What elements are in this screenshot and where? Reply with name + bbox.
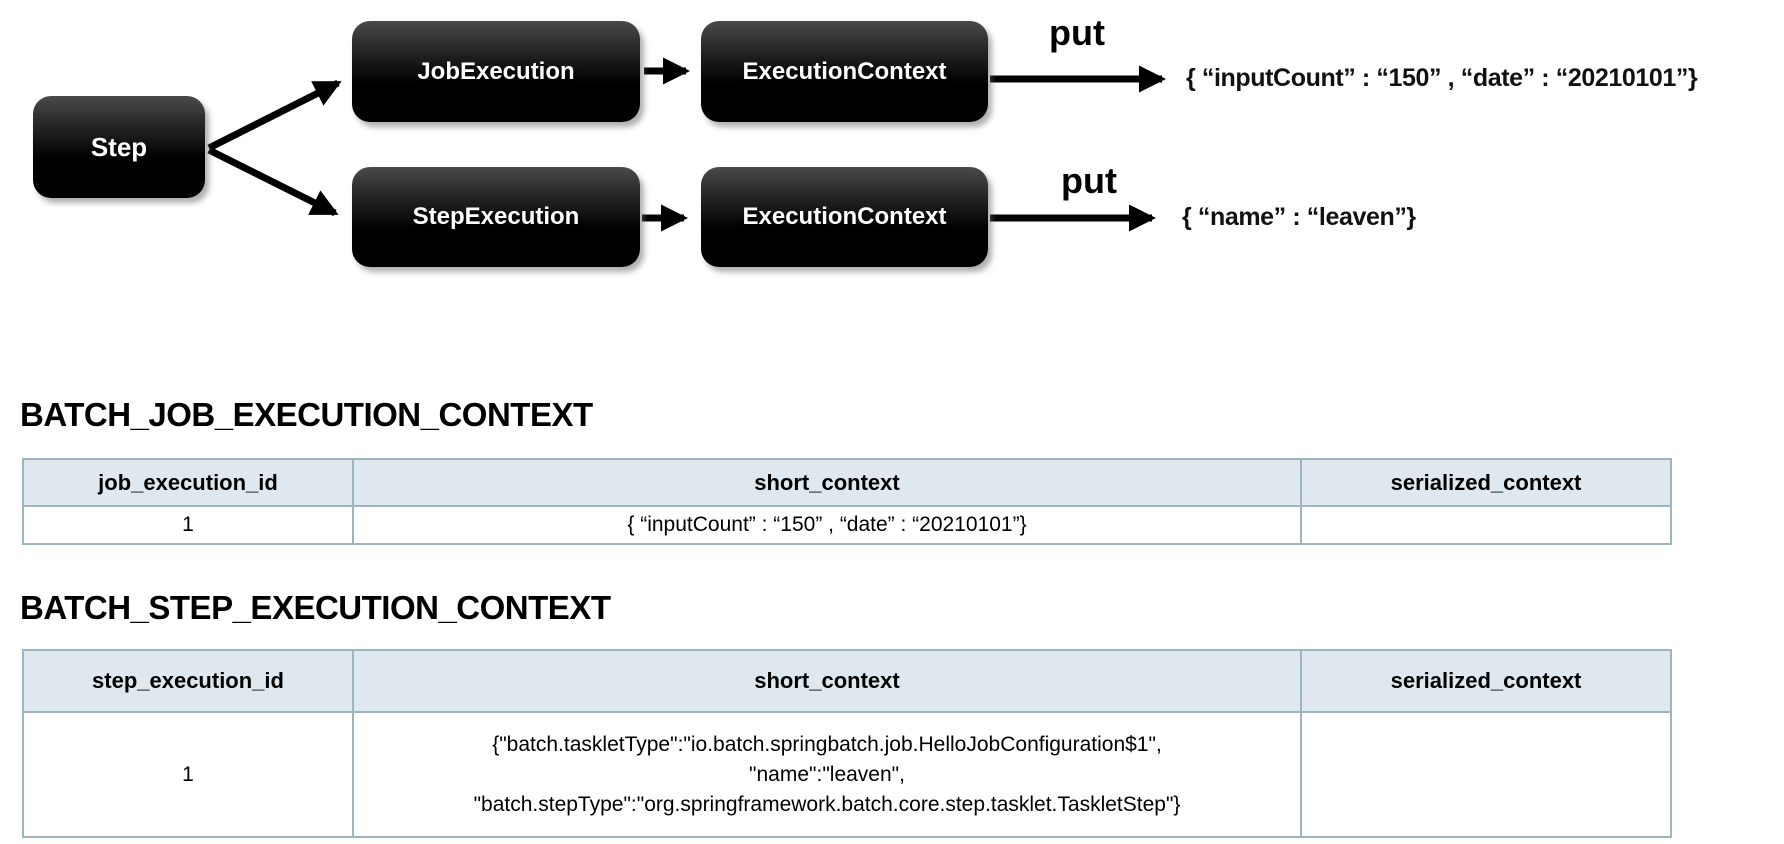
job-table-header-row: job_execution_id short_context serialize…: [22, 458, 1672, 507]
node-execution-context-step: ExecutionContext: [701, 167, 988, 267]
step-table-title: BATCH_STEP_EXECUTION_CONTEXT: [20, 589, 611, 626]
job-execution-context-table: job_execution_id short_context serialize…: [22, 458, 1672, 545]
flow-arrows: [207, 57, 1167, 232]
step-table-header-row: step_execution_id short_context serializ…: [22, 649, 1672, 713]
step-table-cell-short: {"batch.taskletType":"io.batch.springbat…: [352, 711, 1302, 838]
put-label-step: put: [1061, 160, 1117, 201]
job-table-cell-serialized: [1300, 505, 1672, 545]
arrow-step-to-jobexecution: [207, 79, 342, 152]
job-table-header-id: job_execution_id: [22, 458, 354, 507]
step-short-context-line-2: "name":"leaven",: [749, 762, 905, 786]
step-short-context-json: {"batch.taskletType":"io.batch.springbat…: [355, 730, 1299, 820]
node-job-execution: JobExecution: [352, 21, 640, 122]
step-table-header-id: step_execution_id: [22, 649, 354, 713]
job-context-json-text: { “inputCount” : “150” , “date” : “20210…: [1186, 64, 1698, 92]
step-short-context-line-3: "batch.stepType":"org.springframework.ba…: [473, 792, 1181, 816]
step-table-header-short: short_context: [352, 649, 1302, 713]
step-execution-context-table: step_execution_id short_context serializ…: [22, 649, 1672, 838]
job-table-cell-id: 1: [22, 505, 354, 545]
job-table-title: BATCH_JOB_EXECUTION_CONTEXT: [20, 396, 593, 433]
node-step-execution: StepExecution: [352, 167, 640, 267]
step-table-header-serialized: serialized_context: [1300, 649, 1672, 713]
step-short-context-line-1: {"batch.taskletType":"io.batch.springbat…: [492, 732, 1162, 756]
job-table-cell-short: { “inputCount” : “150” , “date” : “20210…: [352, 505, 1302, 545]
step-table-cell-serialized: [1300, 711, 1672, 838]
put-label-job: put: [1049, 12, 1105, 53]
node-step: Step: [33, 96, 205, 198]
job-table-header-short: short_context: [352, 458, 1302, 507]
arrow-step-to-stepexecution: [207, 146, 339, 217]
step-table-cell-id: 1: [22, 711, 354, 838]
step-table-row: 1 {"batch.taskletType":"io.batch.springb…: [22, 711, 1672, 838]
job-table-header-serialized: serialized_context: [1300, 458, 1672, 507]
step-context-json-text: { “name” : “leaven”}: [1182, 203, 1416, 231]
job-table-row: 1 { “inputCount” : “150” , “date” : “202…: [22, 505, 1672, 545]
node-execution-context-job: ExecutionContext: [701, 21, 988, 122]
